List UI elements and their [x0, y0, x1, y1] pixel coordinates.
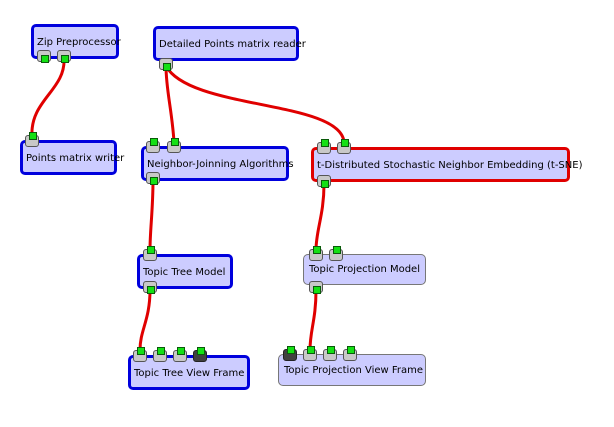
output-port[interactable] — [37, 50, 51, 63]
input-port[interactable] — [193, 347, 207, 362]
node-topic-tree-view-frame[interactable]: Topic Tree View Frame — [128, 355, 250, 390]
input-port[interactable] — [173, 347, 187, 362]
input-port[interactable] — [337, 139, 351, 154]
input-port[interactable] — [303, 346, 317, 361]
input-port[interactable] — [343, 346, 357, 361]
node-label: Topic Projection Model — [309, 264, 420, 275]
wire-zip-to-writer — [30, 56, 66, 138]
output-port[interactable] — [146, 172, 160, 185]
input-port[interactable] — [153, 347, 167, 362]
node-label: Points matrix writer — [26, 153, 125, 164]
input-port[interactable] — [317, 139, 331, 154]
output-port[interactable] — [159, 58, 173, 71]
output-port[interactable] — [317, 175, 331, 188]
input-port[interactable] — [309, 246, 323, 261]
node-label: Detailed Points matrix reader — [159, 39, 306, 50]
input-port[interactable] — [283, 346, 297, 361]
wire-neighbor-to-tree — [148, 178, 155, 252]
wire-projection-to-projview — [308, 288, 318, 352]
wire-reader-to-tsne — [164, 64, 346, 144]
output-port[interactable] — [309, 281, 323, 294]
output-port[interactable] — [57, 50, 71, 63]
node-detailed-points-reader[interactable]: Detailed Points matrix reader — [153, 26, 306, 61]
wire-reader-to-neighbor — [164, 64, 176, 144]
node-topic-projection-model[interactable]: Topic Projection Model — [303, 254, 426, 285]
node-label: Topic Tree Model — [143, 267, 226, 278]
wire-tsne-to-projection — [314, 182, 326, 252]
node-label: t-Distributed Stochastic Neighbor Embedd… — [317, 160, 583, 171]
node-label: Topic Projection View Frame — [284, 365, 424, 376]
node-label: Topic Tree View Frame — [134, 368, 245, 379]
node-label: Zip Preprocessor — [37, 37, 121, 48]
node-neighbor-joining[interactable]: Neighbor-Joinning Algorithms — [141, 146, 294, 181]
output-port[interactable] — [143, 281, 157, 294]
input-port[interactable] — [323, 346, 337, 361]
node-tsne[interactable]: t-Distributed Stochastic Neighbor Embedd… — [311, 147, 582, 182]
node-label: Neighbor-Joinning Algorithms — [147, 159, 294, 170]
input-port[interactable] — [143, 246, 157, 261]
input-port[interactable] — [329, 246, 343, 261]
input-port[interactable] — [146, 138, 160, 153]
wire-tree-to-treeview — [138, 288, 152, 352]
input-port[interactable] — [167, 138, 181, 153]
input-port[interactable] — [133, 347, 147, 362]
input-port[interactable] — [25, 132, 39, 147]
